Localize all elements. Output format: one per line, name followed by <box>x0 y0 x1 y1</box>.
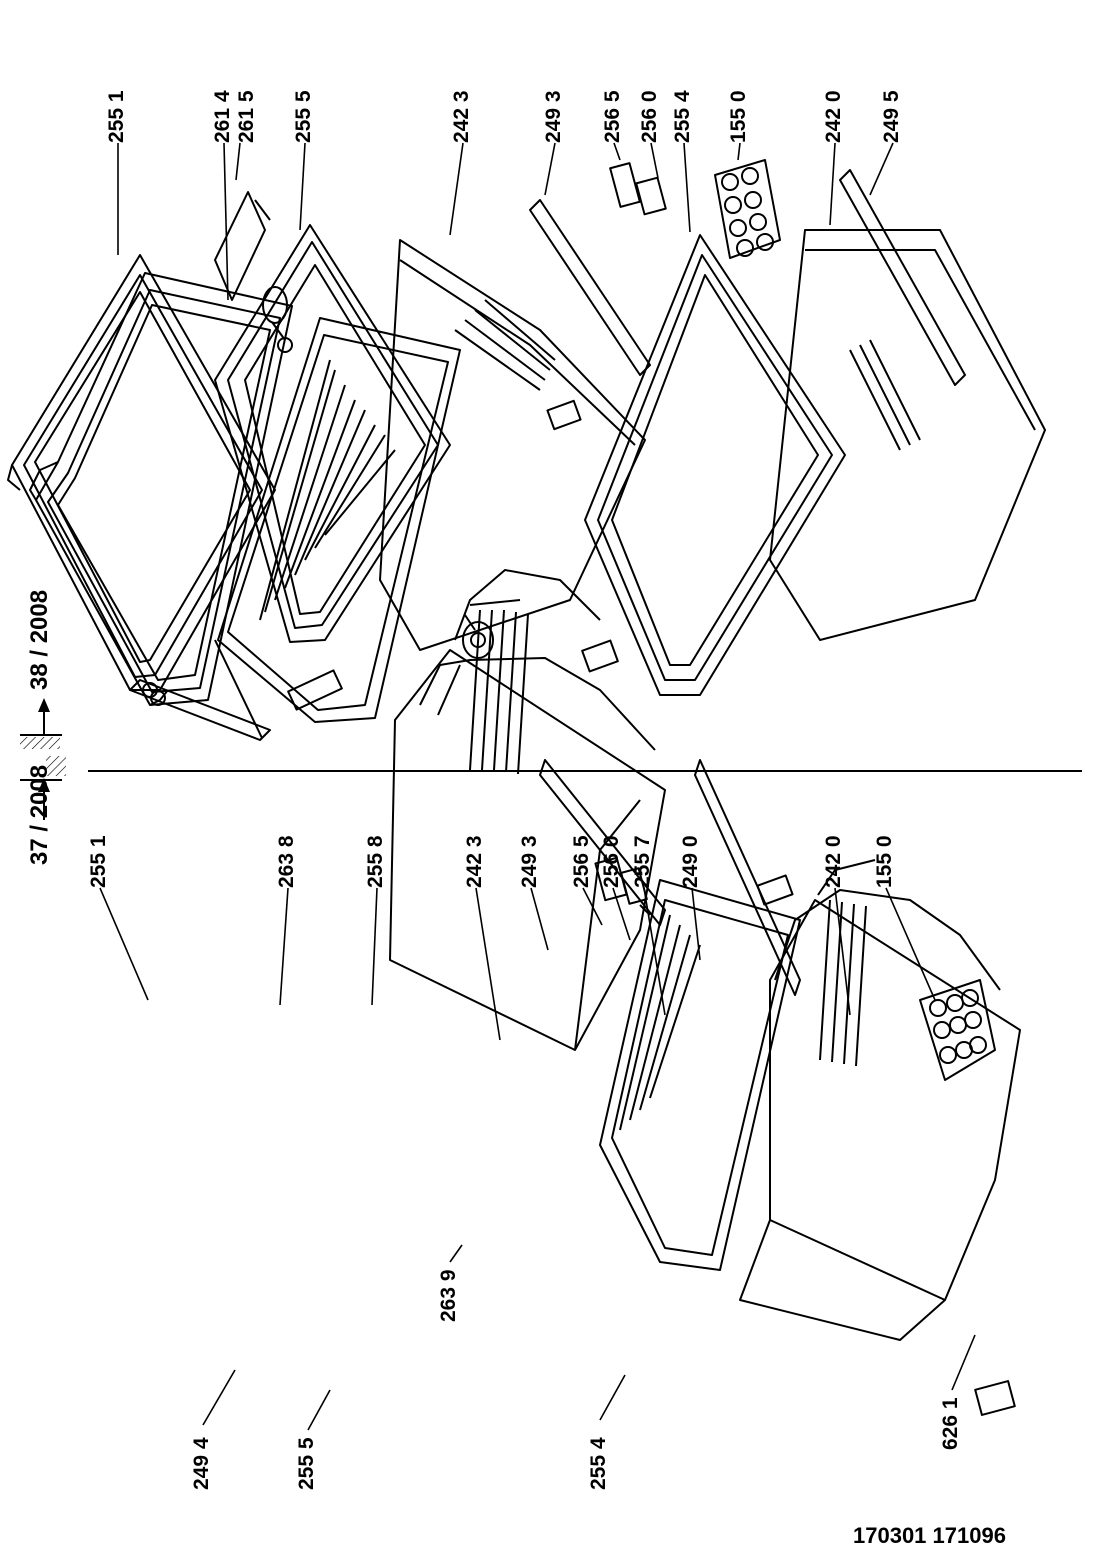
left-label-255-1: 255 1 <box>87 835 110 888</box>
right-label-261-4: 261 4 <box>211 90 234 143</box>
right-label-255-4: 255 4 <box>671 90 694 143</box>
right-drawer-242-3 <box>379 239 646 651</box>
left-label-249-4: 249 4 <box>190 1437 213 1490</box>
right-bracket-261 <box>214 191 271 301</box>
left-drawer-242-3 <box>389 569 666 1051</box>
right-egg-tray <box>714 159 781 259</box>
left-rail-249-4 <box>129 639 271 741</box>
right-label-249-5: 249 5 <box>880 90 903 143</box>
right-label-249-3: 249 3 <box>542 90 565 143</box>
left-label-255-7: 255 7 <box>631 835 654 888</box>
right-top-shelf <box>7 254 276 698</box>
right-label-242-0: 242 0 <box>822 90 845 143</box>
right-rail-249-5 <box>839 169 966 386</box>
model-arrow-right <box>20 698 62 749</box>
right-label-261-5: 261 5 <box>235 90 258 143</box>
left-label-242-3: 242 3 <box>463 835 486 888</box>
right-label-242-3: 242 3 <box>450 90 473 143</box>
right-label-256-5: 256 5 <box>601 90 624 143</box>
left-label-242-0: 242 0 <box>822 835 845 888</box>
left-label-249-3: 249 3 <box>518 835 541 888</box>
right-label-155-0: 155 0 <box>727 90 750 143</box>
left-label-263-9: 263 9 <box>437 1269 460 1322</box>
left-fitting-263-8 <box>262 286 293 353</box>
left-egg-tray <box>919 979 996 1081</box>
right-rail-249-3 <box>529 199 651 376</box>
left-label-256-0: 256 0 <box>600 835 623 888</box>
left-label-255-4: 255 4 <box>587 1437 610 1490</box>
footer-part-codes: 170301 171096 <box>853 1523 1006 1548</box>
model-label-left: 37 / 2008 <box>26 764 53 865</box>
left-label-256-5: 256 5 <box>570 835 593 888</box>
left-label-249-0: 249 0 <box>679 835 702 888</box>
model-label-right: 38 / 2008 <box>26 589 53 690</box>
left-label-263-8: 263 8 <box>275 835 298 888</box>
left-label-255-5: 255 5 <box>295 1437 318 1490</box>
right-drawer-242-0 <box>769 229 1046 641</box>
left-rail-249-0 <box>694 759 801 996</box>
right-small-parts-256 <box>609 162 667 216</box>
left-drawer-242-0 <box>739 859 1021 1416</box>
left-label-155-0: 155 0 <box>873 835 896 888</box>
left-label-626-1: 626 1 <box>939 1397 962 1450</box>
right-label-255-5: 255 5 <box>292 90 315 143</box>
right-label-256-0: 256 0 <box>638 90 661 143</box>
leader-lines <box>99 142 976 1431</box>
model-arrow-left <box>20 756 66 820</box>
left-label-255-8: 255 8 <box>364 835 387 888</box>
right-label-255-1: 255 1 <box>105 90 128 143</box>
right-crisper-cover-lower <box>584 234 846 696</box>
right-crisper-cover <box>214 224 451 643</box>
